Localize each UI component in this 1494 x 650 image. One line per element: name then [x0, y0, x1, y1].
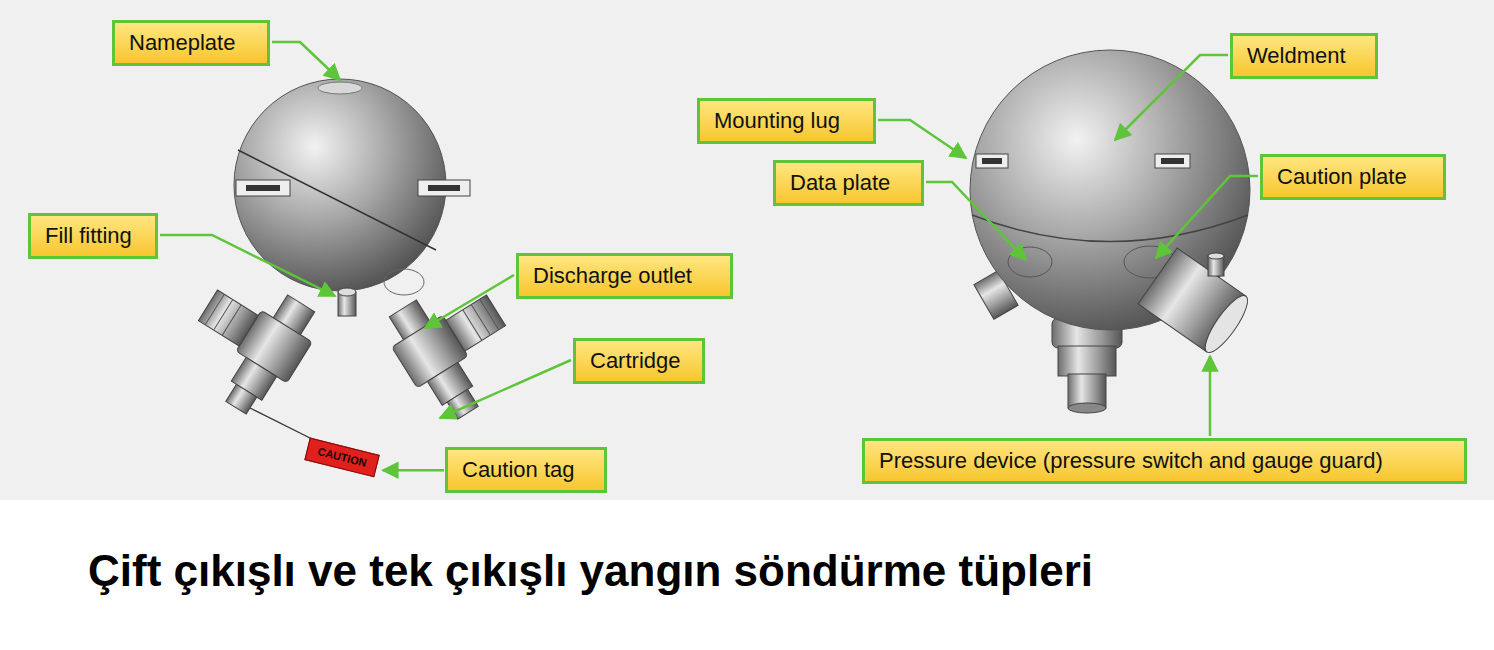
leader-lines	[160, 42, 1258, 436]
callout-label: Cartridge	[573, 338, 705, 384]
label-text: Nameplate	[129, 30, 253, 56]
leader-arrow	[383, 469, 444, 472]
double-outlet-bottle	[170, 79, 534, 442]
label-text: Data plate	[790, 170, 907, 196]
callout-label: Discharge outlet	[516, 253, 733, 299]
callout-label: Pressure device (pressure switch and gau…	[862, 438, 1467, 484]
callout-label: Fill fitting	[28, 213, 158, 259]
single-outlet-bottle	[970, 50, 1254, 413]
panel-ground	[0, 0, 1494, 500]
label-text: Caution tag	[462, 457, 590, 483]
callout-label: Weldment	[1230, 33, 1378, 79]
label-text: CAUTION	[316, 445, 368, 470]
label-text: Cartridge	[590, 348, 688, 374]
label-text: Fill fitting	[45, 223, 141, 249]
caption-text: Çift çıkışlı ve tek çıkışlı yangın söndü…	[88, 546, 1093, 596]
label-text: Caution plate	[1277, 164, 1429, 190]
callout-label: Caution tag	[445, 447, 607, 493]
callout-label: Caution plate	[1260, 154, 1446, 200]
callout-label: Mounting lug	[697, 98, 876, 144]
caution-tag: CAUTION	[304, 438, 380, 478]
callout-label: Data plate	[773, 160, 924, 206]
label-text: Weldment	[1247, 43, 1361, 69]
label-text: Mounting lug	[714, 108, 859, 134]
label-text: Pressure device (pressure switch and gau…	[879, 448, 1450, 474]
callout-label: Nameplate	[112, 20, 270, 66]
label-text: Discharge outlet	[533, 263, 716, 289]
